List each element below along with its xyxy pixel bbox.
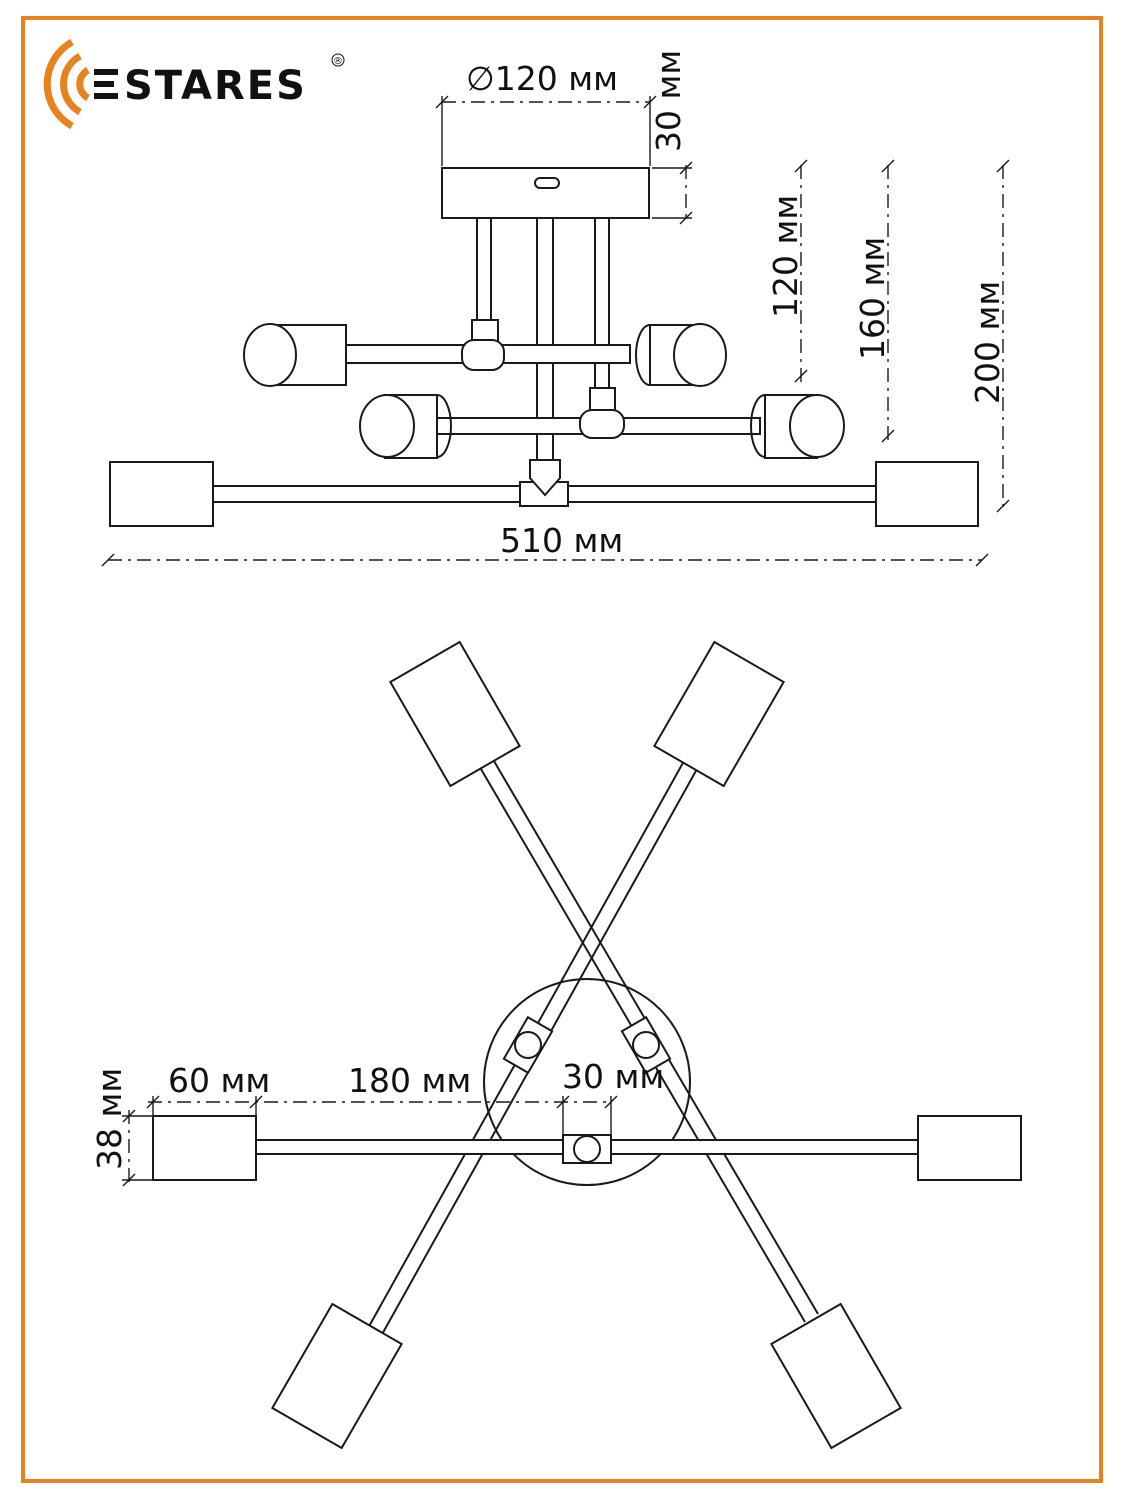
bottom-joint-arrow	[529, 459, 561, 497]
top-view: 60 мм 180 мм 30 мм 38 мм	[90, 640, 1022, 1450]
logo-e-letter-icon	[94, 69, 118, 99]
bottom-left-shade	[109, 461, 214, 527]
dimension-center-width: 30 мм	[556, 1057, 664, 1134]
dimension-canopy-height: 30 мм	[649, 50, 693, 225]
side-view: ∅120 мм 30 мм 120 мм 160 мм	[101, 50, 1010, 567]
top-shade-upper-right	[652, 640, 786, 788]
top-shade-left	[152, 1115, 257, 1181]
dimension-canopy-diameter: ∅120 мм	[435, 59, 657, 166]
top-shade-lower-right	[769, 1302, 903, 1450]
top-shade-right	[917, 1115, 1022, 1181]
registered-mark-circle	[331, 53, 345, 67]
upper-joint-cap	[461, 339, 505, 371]
dim-arm-length: 180 мм	[348, 1061, 471, 1100]
lower-left-shade	[359, 394, 452, 459]
canopy-plate	[441, 167, 650, 219]
logo-arc-inner	[76, 66, 90, 102]
stem-left	[476, 217, 492, 321]
dim-shade-width: 38 мм	[90, 1068, 129, 1170]
dim-120: 120 мм	[766, 195, 805, 318]
dim-160: 160 мм	[853, 237, 892, 360]
dimension-120: 120 мм	[766, 159, 808, 383]
lower-joint-cap	[579, 409, 625, 439]
registered-mark: ®	[333, 56, 343, 67]
top-shade-lower-left	[270, 1302, 404, 1450]
dimension-shade-length: 60 мм	[146, 1061, 270, 1116]
brand-name: STARES	[124, 63, 307, 109]
dimension-arm-length: 180 мм	[348, 1061, 471, 1100]
canopy-screw-slot	[534, 177, 560, 189]
dim-200: 200 мм	[968, 281, 1007, 404]
dim-canopy-diameter: ∅120 мм	[466, 59, 618, 98]
upper-right-shade	[635, 323, 727, 387]
page-frame	[21, 16, 1103, 1483]
dimension-200: 200 мм	[968, 159, 1010, 513]
joint-center	[562, 1134, 612, 1164]
dim-shade-length: 60 мм	[168, 1061, 270, 1100]
brand-logo: STARES ®	[43, 38, 345, 130]
logo-arc-middle	[60, 52, 82, 116]
dim-total-width: 510 мм	[500, 521, 623, 560]
dim-center-width: 30 мм	[562, 1057, 664, 1096]
top-shade-upper-left	[388, 640, 522, 788]
joint-right	[620, 1015, 672, 1075]
joint-left	[502, 1015, 554, 1075]
logo-arc-outer	[43, 38, 74, 130]
dimension-total-width: 510 мм	[101, 521, 989, 567]
dim-canopy-height: 30 мм	[649, 50, 688, 152]
dimension-160: 160 мм	[853, 159, 895, 443]
bottom-right-shade	[875, 461, 979, 527]
upper-left-shade	[243, 323, 347, 387]
dimension-shade-width: 38 мм	[90, 1068, 152, 1187]
lower-right-shade	[750, 394, 845, 459]
